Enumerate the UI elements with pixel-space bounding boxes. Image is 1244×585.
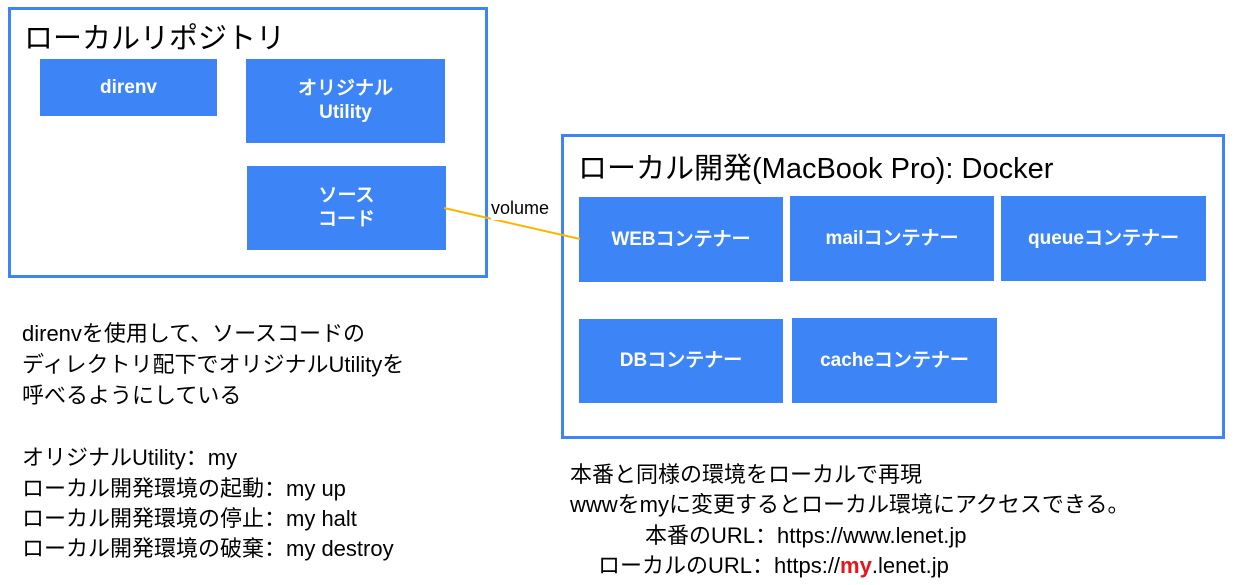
queue-container-box: queueコンテナー	[1001, 196, 1206, 281]
source-code-box: ソース コード	[247, 166, 446, 250]
local-repository-title: ローカルリポジトリ	[24, 23, 286, 55]
note-line: ディレクトリ配下でオリジナルUtilityを	[22, 352, 405, 377]
local-url-highlight: my	[840, 553, 872, 578]
mail-container-box: mailコンテナー	[790, 196, 994, 281]
local-url: ローカルのURL：https://my.lenet.jp	[598, 550, 949, 581]
note-line: wwwをmyに変更するとローカル環境にアクセスできる。	[570, 492, 1130, 517]
local-dev-title: ローカル開発(MacBook Pro): Docker	[578, 153, 1054, 185]
note-line: direnvを使用して、ソースコードの	[22, 321, 366, 346]
note-line: 本番と同様の環境をローカルで再現	[570, 462, 923, 487]
volume-line	[443, 207, 581, 240]
volume-label: volume	[491, 196, 550, 220]
web-container-box: WEBコンテナー	[579, 197, 783, 282]
command-line: ローカル開発環境の破棄：my destroy	[22, 536, 394, 561]
cache-container-box: cacheコンテナー	[792, 318, 997, 403]
local-repository-frame	[8, 7, 488, 278]
command-line: ローカル開発環境の起動：my up	[22, 476, 346, 501]
db-container-box: DBコンテナー	[579, 319, 783, 403]
command-line: ローカル開発環境の停止：my halt	[22, 506, 357, 531]
local-url-suffix: .lenet.jp	[871, 553, 949, 578]
prod-url: 本番のURL：https://www.lenet.jp	[645, 523, 967, 548]
local-dev-frame	[561, 134, 1225, 439]
direnv-box: direnv	[40, 59, 217, 116]
original-utility-box: オリジナル Utility	[246, 59, 445, 143]
command-line: オリジナルUtility：my	[22, 445, 238, 470]
note-line: 呼べるようにしている	[22, 383, 242, 408]
local-url-prefix: ローカルのURL：https://	[598, 553, 841, 578]
